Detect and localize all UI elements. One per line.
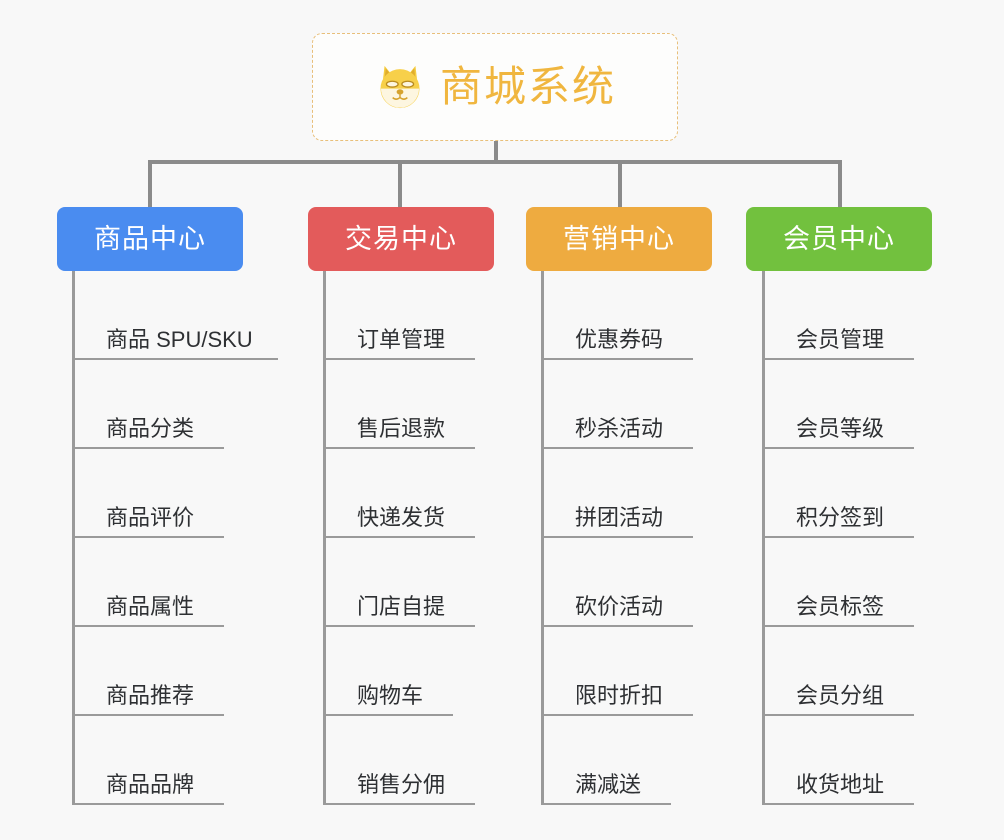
- leaf-item[interactable]: 销售分佣: [323, 716, 475, 805]
- category-label: 会员中心: [783, 223, 895, 254]
- leaf-item[interactable]: 商品评价: [72, 449, 224, 538]
- leaf-item-label: 会员分组: [796, 682, 885, 708]
- branch-bus-connector: [148, 160, 838, 164]
- category-node[interactable]: 营销中心: [526, 207, 712, 271]
- leaf-item-label: 积分签到: [796, 504, 885, 530]
- leaf-item[interactable]: 优惠券码: [541, 271, 693, 360]
- leaf-item-label: 砍价活动: [575, 593, 664, 619]
- leaf-item-label: 商品分类: [106, 415, 195, 441]
- leaf-item-label: 收货地址: [796, 771, 885, 797]
- leaf-item-label: 优惠券码: [575, 326, 664, 352]
- leaf-item[interactable]: 会员等级: [762, 360, 914, 449]
- leaf-item-label: 商品属性: [106, 593, 195, 619]
- branch-drop-connector: [398, 160, 402, 207]
- branch-drop-connector: [148, 160, 152, 207]
- category-label: 交易中心: [345, 223, 457, 254]
- leaf-item[interactable]: 商品品牌: [72, 716, 224, 805]
- leaf-item[interactable]: 门店自提: [323, 538, 475, 627]
- leaf-item[interactable]: 收货地址: [762, 716, 914, 805]
- category-label: 营销中心: [563, 223, 675, 254]
- leaf-item-label: 购物车: [357, 682, 424, 708]
- leaf-item[interactable]: 快递发货: [323, 449, 475, 538]
- shiba-dog-face-icon: [380, 65, 420, 109]
- leaf-item[interactable]: 会员管理: [762, 271, 914, 360]
- leaf-item[interactable]: 会员分组: [762, 627, 914, 716]
- leaf-item[interactable]: 满减送: [541, 716, 671, 805]
- leaf-item-label: 会员标签: [796, 593, 885, 619]
- leaf-item[interactable]: 砍价活动: [541, 538, 693, 627]
- leaf-item-label: 订单管理: [357, 326, 446, 352]
- leaf-item[interactable]: 商品分类: [72, 360, 224, 449]
- root-node[interactable]: 商城系统: [312, 33, 678, 141]
- leaf-item-label: 拼团活动: [575, 504, 664, 530]
- branch-drop-connector: [838, 160, 842, 207]
- leaf-item-label: 快递发货: [357, 504, 446, 530]
- category-label: 商品中心: [94, 223, 206, 254]
- category-node[interactable]: 会员中心: [746, 207, 932, 271]
- leaf-item[interactable]: 订单管理: [323, 271, 475, 360]
- root-stem-connector: [494, 141, 498, 163]
- leaf-item-label: 满减送: [575, 771, 642, 797]
- leaf-item-label: 商品评价: [106, 504, 195, 530]
- leaf-item-label: 门店自提: [357, 593, 446, 619]
- leaf-item[interactable]: 售后退款: [323, 360, 475, 449]
- leaf-trunk-connector: [323, 271, 326, 805]
- branch-drop-connector: [618, 160, 622, 207]
- leaf-item[interactable]: 商品属性: [72, 538, 224, 627]
- leaf-trunk-connector: [72, 271, 75, 805]
- leaf-item[interactable]: 会员标签: [762, 538, 914, 627]
- leaf-item[interactable]: 拼团活动: [541, 449, 693, 538]
- leaf-item-label: 商品 SPU/SKU: [106, 326, 253, 352]
- root-label: 商城系统: [439, 63, 616, 110]
- leaf-item[interactable]: 购物车: [323, 627, 453, 716]
- leaf-item[interactable]: 秒杀活动: [541, 360, 693, 449]
- leaf-item[interactable]: 商品 SPU/SKU: [72, 271, 278, 360]
- leaf-item-label: 限时折扣: [575, 682, 664, 708]
- leaf-trunk-connector: [762, 271, 765, 805]
- leaf-item-label: 商品品牌: [106, 771, 195, 797]
- leaf-item[interactable]: 商品推荐: [72, 627, 224, 716]
- leaf-item-label: 销售分佣: [357, 771, 446, 797]
- category-node[interactable]: 商品中心: [57, 207, 243, 271]
- leaf-trunk-connector: [541, 271, 544, 805]
- leaf-item-label: 商品推荐: [106, 682, 195, 708]
- leaf-item-label: 售后退款: [357, 415, 446, 441]
- leaf-item-label: 秒杀活动: [575, 415, 664, 441]
- leaf-item-label: 会员等级: [796, 415, 885, 441]
- leaf-item[interactable]: 限时折扣: [541, 627, 693, 716]
- category-node[interactable]: 交易中心: [308, 207, 494, 271]
- leaf-item-label: 会员管理: [796, 326, 885, 352]
- leaf-item[interactable]: 积分签到: [762, 449, 914, 538]
